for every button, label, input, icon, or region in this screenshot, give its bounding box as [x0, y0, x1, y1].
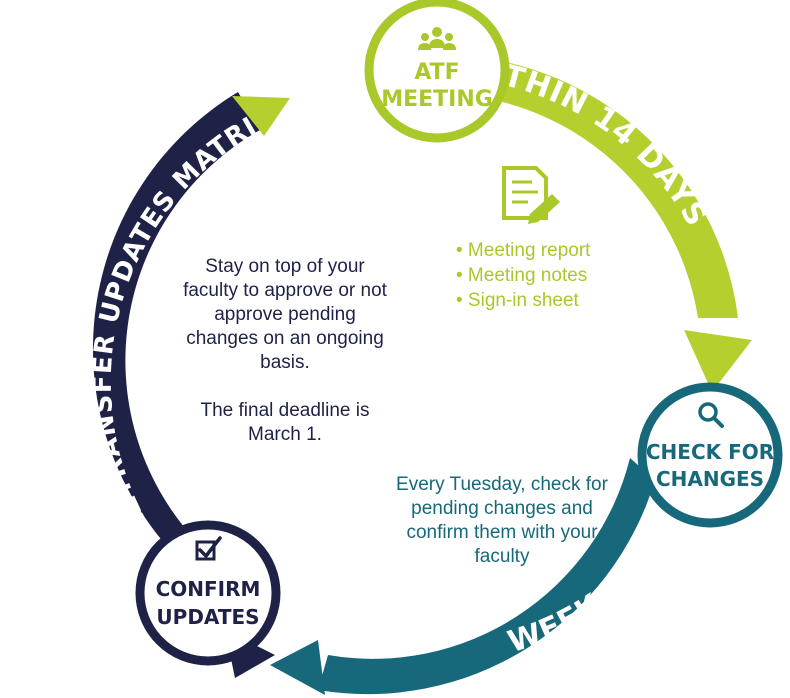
navy-arc-band: [92, 92, 260, 555]
green-arc-arrowhead: [684, 330, 752, 392]
list-item: • Sign-in sheet: [456, 290, 579, 311]
navy-arc-arrowhead: [232, 96, 290, 136]
ongoing-approval-text: Stay on top of your faculty to approve o…: [180, 255, 390, 447]
atf-node-line2: MEETING: [381, 87, 493, 112]
list-item: • Meeting report: [456, 240, 591, 261]
ongoing-approval-paragraph: Stay on top of your faculty to approve o…: [183, 256, 387, 373]
checkbox-icon: [195, 536, 222, 561]
atf-node-line1: ATF: [414, 60, 459, 85]
magnifier-icon: [698, 402, 724, 428]
confirm-node-line2: UPDATES: [156, 605, 259, 629]
teal-arc-arrowhead: [270, 640, 325, 695]
check-node-line2: CHANGES: [656, 467, 764, 491]
meeting-docs-list: • Meeting report • Meeting notes • Sign-…: [456, 238, 590, 313]
atf-meeting-node: ATF MEETING: [364, 0, 510, 143]
list-item: • Meeting notes: [456, 265, 588, 286]
check-for-changes-node: CHECK FOR CHANGES: [637, 382, 783, 528]
check-node-line1: CHECK FOR: [646, 440, 774, 464]
teal-arc-band: [318, 458, 655, 695]
confirm-updates-node: CONFIRM UPDATES: [135, 520, 281, 678]
weekly-check-text: Every Tuesday, check for pending changes…: [396, 474, 608, 567]
group-people-icon: [418, 27, 456, 50]
confirm-node-line1: CONFIRM: [156, 577, 261, 601]
document-icon: [502, 166, 560, 224]
deadline-paragraph: The final deadline is March 1.: [200, 400, 370, 445]
